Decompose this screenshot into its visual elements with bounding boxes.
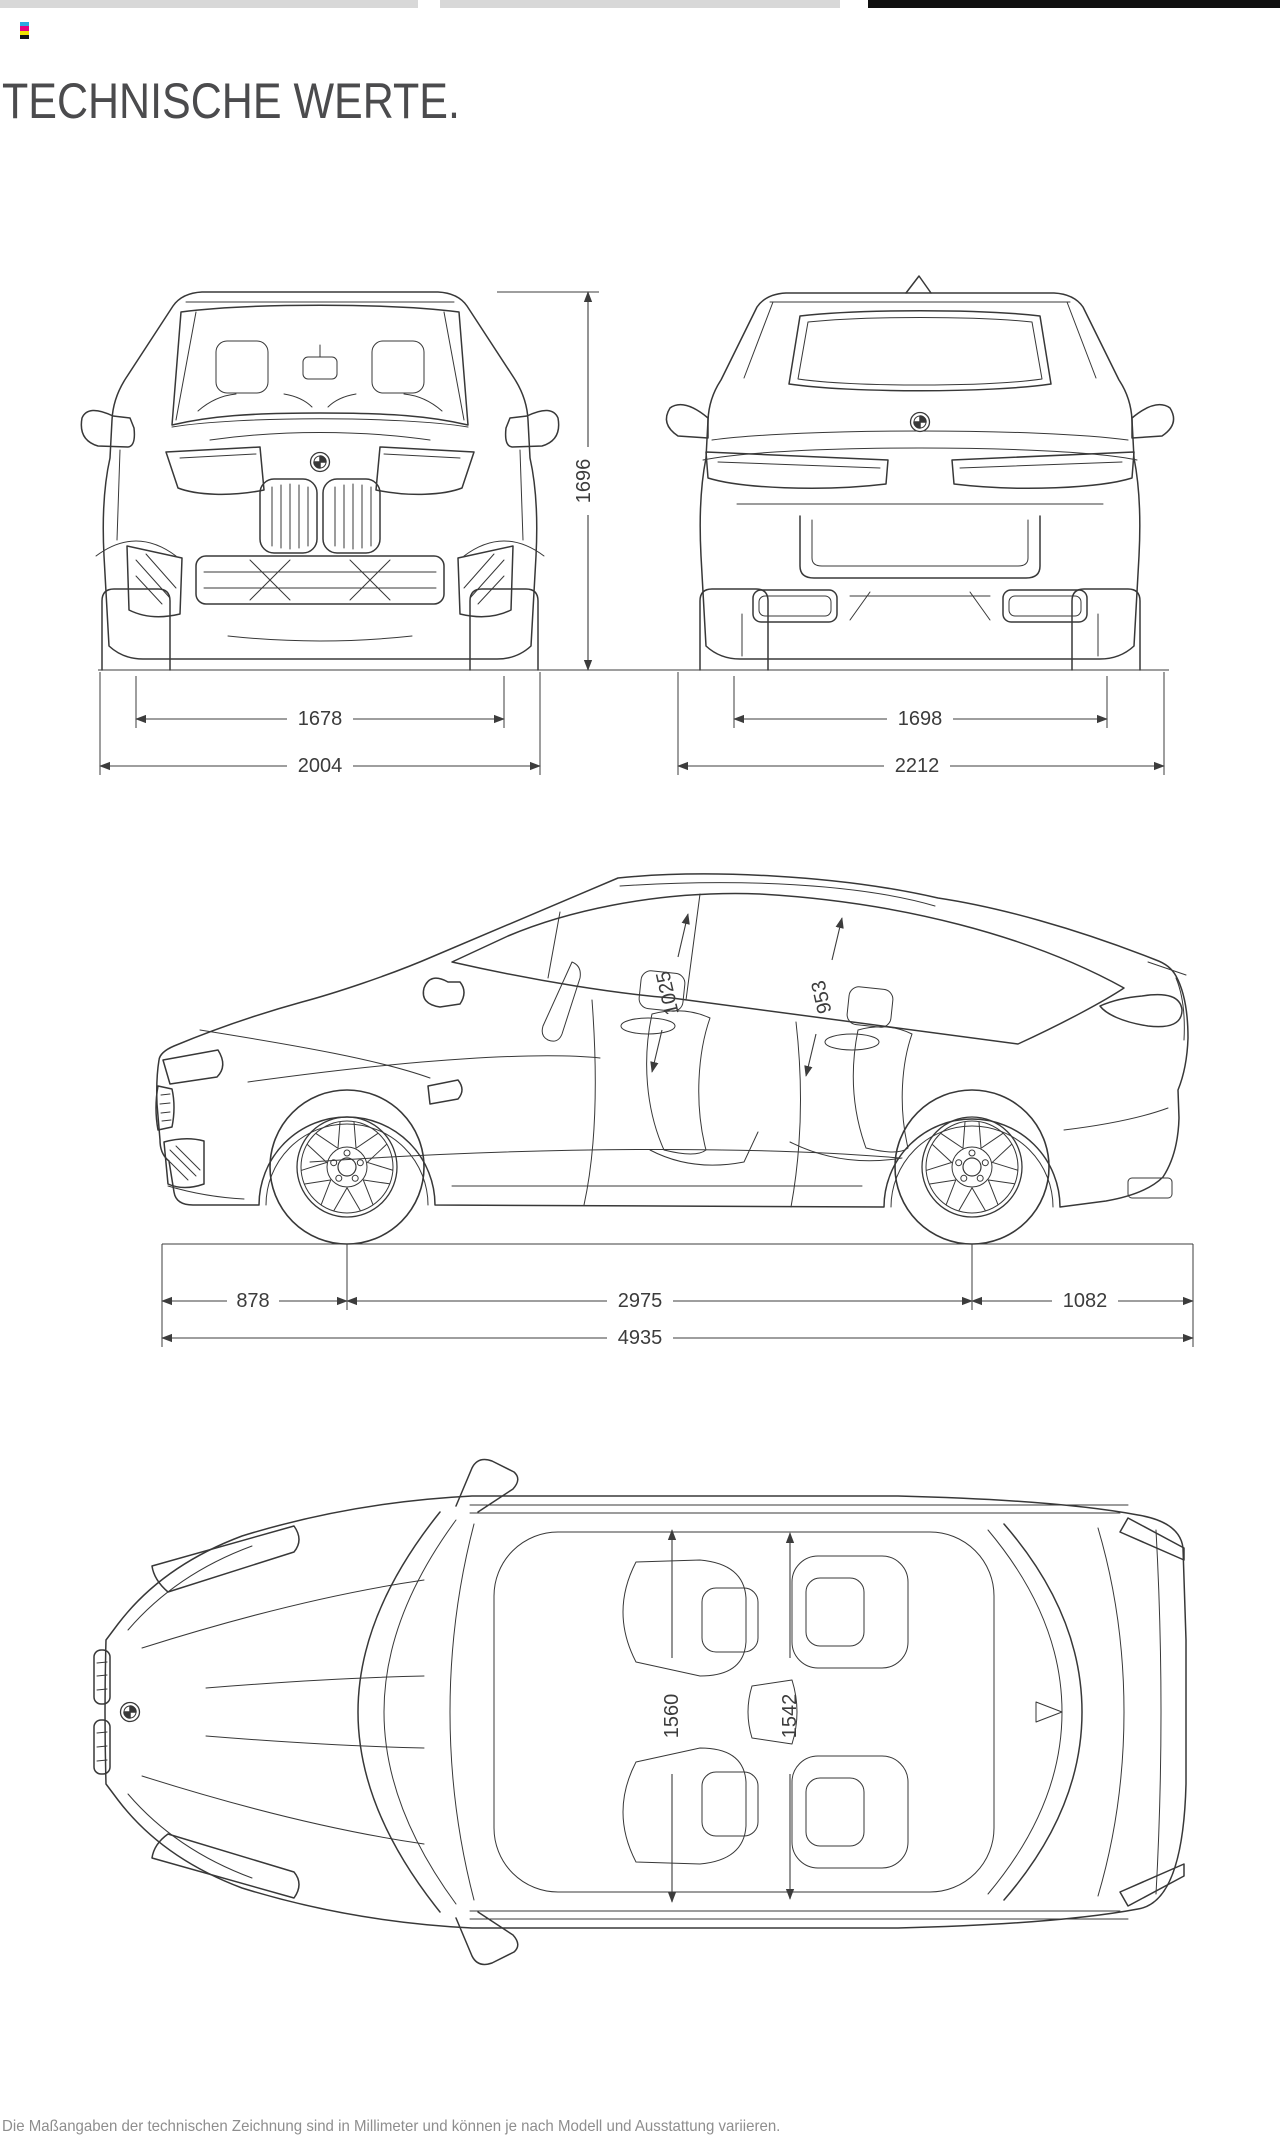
- print-bar-gray-right: [440, 0, 840, 8]
- dim-label-wheelbase: 2975: [618, 1290, 663, 1312]
- dim-front-track: 1678: [135, 676, 505, 730]
- dim-rear-track: 1698: [733, 676, 1108, 730]
- footnote: Die Maßangaben der technischen Zeichnung…: [2, 2118, 781, 2135]
- page-title: TECHNISCHE WERTE.: [2, 72, 460, 129]
- dim-interior-width-front: 1560: [661, 1529, 683, 1903]
- dim-side-row: 878 2975 1082 4935: [161, 1244, 1194, 1349]
- color-registration-icon: [20, 22, 29, 39]
- dim-label-rear-width: 2212: [895, 755, 940, 777]
- dim-label-overhang-rear: 1082: [1063, 1290, 1108, 1312]
- dim-label-length: 4935: [618, 1327, 663, 1349]
- dim-interior-height-rear: 953: [804, 917, 844, 1077]
- dim-interior-height-front: 1025: [650, 913, 690, 1073]
- dim-front-height: 1696: [497, 291, 599, 671]
- print-bar-black: [868, 0, 1280, 8]
- dim-label-interior-width-front: 1560: [661, 1694, 683, 1739]
- print-bar-gray-left: [0, 0, 418, 8]
- bmw-roundel-icon: [119, 1701, 141, 1723]
- top-view-drawing: [93, 1458, 1187, 1966]
- dim-label-front-width: 2004: [298, 755, 343, 777]
- ground-lines: [98, 669, 1193, 1245]
- front-view-drawing: [80, 291, 560, 671]
- dim-label-rear-track: 1698: [898, 708, 943, 730]
- rear-view-drawing: [665, 275, 1175, 671]
- dim-interior-width-rear: 1542: [779, 1532, 801, 1900]
- side-view-drawing: [155, 873, 1189, 1245]
- front-wheel: [269, 1089, 425, 1245]
- dim-label-interior-height-rear: 953: [808, 978, 837, 1015]
- dim-label-front-track: 1678: [298, 708, 343, 730]
- bmw-roundel-icon: [909, 411, 931, 433]
- bmw-roundel-icon: [309, 451, 331, 473]
- dim-label-interior-width-rear: 1542: [779, 1694, 801, 1739]
- dim-label-overhang-front: 878: [236, 1290, 269, 1312]
- dim-label-height: 1696: [573, 459, 595, 504]
- rear-wheel: [894, 1089, 1050, 1245]
- dim-front-width: 2004: [99, 672, 541, 777]
- dim-rear-width: 2212: [677, 672, 1165, 777]
